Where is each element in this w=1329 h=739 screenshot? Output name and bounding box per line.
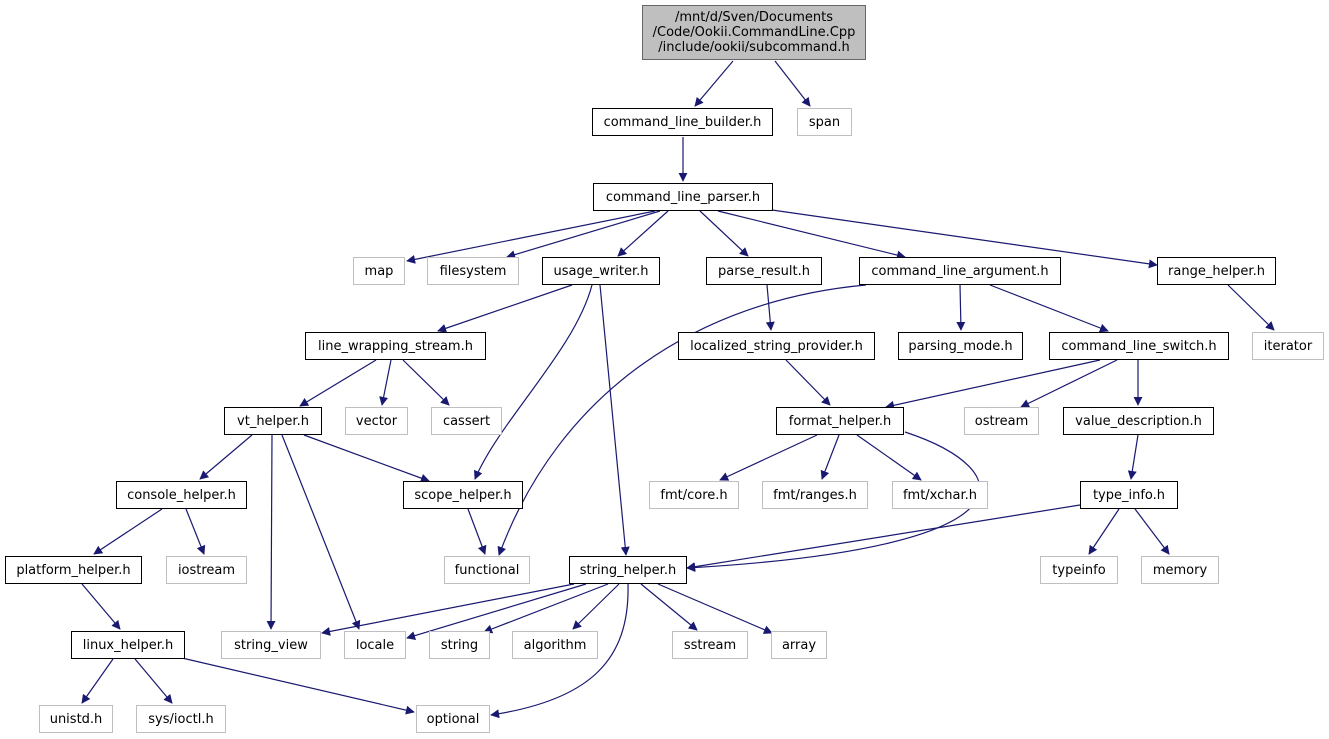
edge-usage-writer-line-wrapping <box>437 284 573 333</box>
node-array: array <box>771 631 827 659</box>
node-filesystem: filesystem <box>427 257 519 285</box>
node-iterator: iterator <box>1252 332 1324 360</box>
node-typeinfo: typeinfo <box>1040 556 1118 584</box>
edge-root-span <box>774 60 811 107</box>
root-path-line-3: /include/ookii/subcommand.h <box>658 40 850 55</box>
edge-string-helper-string <box>483 583 609 634</box>
edge-parser-argument <box>717 210 906 260</box>
edge-line-wrapping-vector <box>379 359 392 406</box>
edge-vt-helper-string-view <box>266 434 276 630</box>
node-type-info[interactable]: type_info.h <box>1080 481 1178 509</box>
root-path-line-2: /Code/Ookii.CommandLine.Cpp <box>652 25 856 40</box>
node-cassert: cassert <box>431 407 502 435</box>
node-value-description[interactable]: value_description.h <box>1063 407 1214 435</box>
edge-linux-helper-sys-ioctl <box>134 658 173 704</box>
node-vector: vector <box>345 407 408 435</box>
edge-vt-helper-console-helper <box>199 434 253 480</box>
edge-string-helper-locale <box>406 583 587 640</box>
node-command-line-argument[interactable]: command_line_argument.h <box>859 257 1061 285</box>
dependency-edges <box>81 60 1275 719</box>
edge-root-builder <box>694 60 734 107</box>
edge-type-info-typeinfo <box>1088 508 1120 555</box>
node-locale: locale <box>344 631 406 659</box>
edge-line-wrapping-cassert <box>402 359 450 406</box>
node-platform-helper[interactable]: platform_helper.h <box>5 556 142 584</box>
node-memory: memory <box>1141 556 1219 584</box>
edge-localized-format-helper <box>785 359 831 406</box>
node-linux-helper[interactable]: linux_helper.h <box>71 631 185 659</box>
node-sys-ioctl: sys/ioctl.h <box>136 705 226 733</box>
edge-type-info-string-helper <box>686 504 1081 572</box>
edge-format-helper-fmt-ranges <box>820 434 840 480</box>
edge-linux-helper-unistd <box>81 658 114 704</box>
edge-argument-functional <box>497 284 867 556</box>
edge-format-helper-fmt-core <box>719 434 818 481</box>
edge-value-description-type-info <box>1127 434 1139 480</box>
edge-scope-helper-functional <box>467 508 487 555</box>
node-ostream: ostream <box>964 407 1039 435</box>
node-string: string <box>429 631 490 659</box>
node-localized-string-provider[interactable]: localized_string_provider.h <box>678 332 875 360</box>
edge-string-helper-sstream <box>640 583 698 631</box>
node-parsing-mode[interactable]: parsing_mode.h <box>898 332 1023 360</box>
edge-console-helper-iostream <box>185 508 206 555</box>
edge-parser-map <box>406 210 656 264</box>
root-path-line-1: /mnt/d/Sven/Documents <box>674 10 834 25</box>
edge-parser-parse-result <box>699 210 749 257</box>
edge-vt-helper-scope-helper <box>303 434 430 483</box>
edge-parse-result-localized <box>765 284 775 331</box>
edge-console-helper-platform-helper <box>93 508 163 555</box>
node-scope-helper[interactable]: scope_helper.h <box>403 481 523 509</box>
edge-switch-format-helper <box>885 359 1101 410</box>
node-optional: optional <box>416 705 490 733</box>
edge-line-wrapping-vt-helper <box>299 359 377 407</box>
node-map: map <box>353 257 405 285</box>
edge-platform-helper-linux-helper <box>81 583 121 630</box>
node-string-helper[interactable]: string_helper.h <box>569 556 687 584</box>
node-usage-writer[interactable]: usage_writer.h <box>542 257 660 285</box>
node-root-subcommand: /mnt/d/Sven/Documents /Code/Ookii.Comman… <box>642 5 866 60</box>
edge-format-helper-fmt-xchar <box>856 434 922 481</box>
node-vt-helper[interactable]: vt_helper.h <box>224 407 322 435</box>
edge-string-helper-array <box>657 583 773 634</box>
node-algorithm: algorithm <box>512 631 598 659</box>
node-fmt-ranges: fmt/ranges.h <box>762 481 868 509</box>
node-fmt-core: fmt/core.h <box>649 481 739 509</box>
edge-vt-helper-locale <box>281 434 361 630</box>
edge-string-helper-algorithm <box>572 583 620 630</box>
node-format-helper[interactable]: format_helper.h <box>776 407 904 435</box>
edge-linux-helper-optional <box>181 657 415 715</box>
node-iostream: iostream <box>166 556 247 584</box>
edge-argument-switch <box>989 284 1109 333</box>
node-range-helper[interactable]: range_helper.h <box>1157 257 1276 285</box>
edge-parser-usage-writer <box>617 210 669 257</box>
node-string-view: string_view <box>221 631 321 659</box>
edge-parser-range-helper <box>771 209 1158 269</box>
edge-parser-filesystem <box>506 210 661 259</box>
edge-range-helper-iterator <box>1227 284 1275 331</box>
edge-switch-ostream <box>1020 359 1118 408</box>
edge-string-helper-string-view <box>321 583 575 636</box>
node-span: span <box>797 108 852 136</box>
edge-type-info-memory <box>1134 508 1170 555</box>
node-functional: functional <box>444 556 530 584</box>
node-command-line-builder[interactable]: command_line_builder.h <box>592 108 773 136</box>
node-unistd: unistd.h <box>39 705 113 733</box>
node-sstream: sstream <box>672 631 748 659</box>
edge-string-helper-optional <box>490 583 629 719</box>
edge-usage-writer-string-helper <box>599 284 630 556</box>
node-command-line-parser[interactable]: command_line_parser.h <box>593 183 773 211</box>
edge-argument-parsing-mode <box>956 284 966 331</box>
edge-usage-writer-scope-helper <box>474 284 593 480</box>
node-fmt-xchar: fmt/xchar.h <box>892 481 988 509</box>
node-parse-result[interactable]: parse_result.h <box>706 257 822 285</box>
node-console-helper[interactable]: console_helper.h <box>116 481 247 509</box>
node-line-wrapping-stream[interactable]: line_wrapping_stream.h <box>305 332 486 360</box>
node-command-line-switch[interactable]: command_line_switch.h <box>1049 332 1229 360</box>
